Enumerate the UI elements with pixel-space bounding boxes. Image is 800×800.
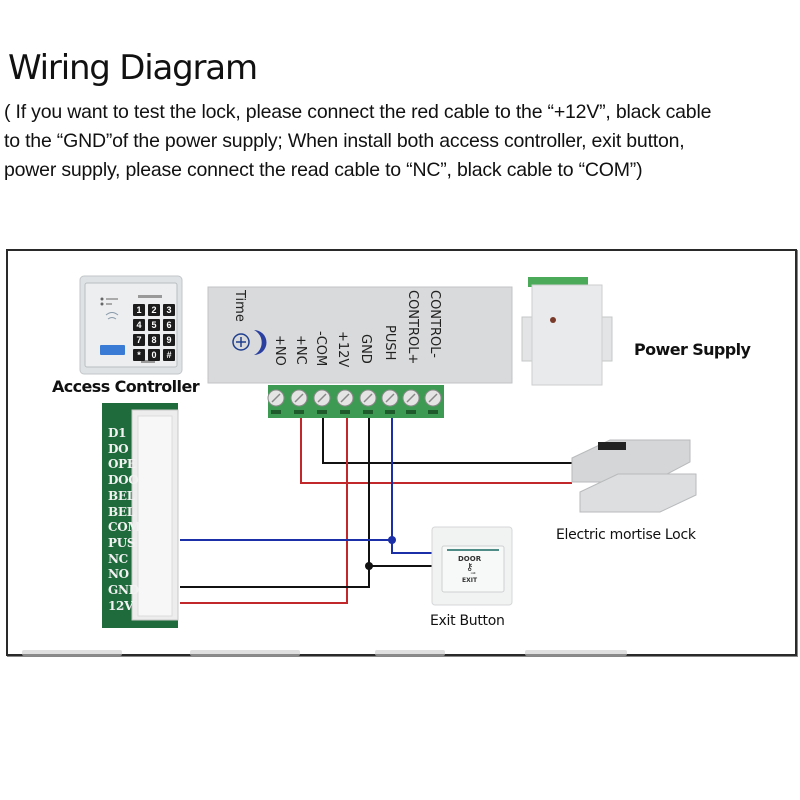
keypad-key: 9 — [163, 334, 175, 346]
terminal-slot — [428, 410, 438, 414]
cropped-caption — [525, 650, 627, 656]
instruction-line: power supply, please connect the read ca… — [4, 159, 643, 181]
wire-red-nc-to-lock — [300, 418, 572, 484]
power-supply-device — [521, 277, 613, 386]
board-pin-label: 12V — [108, 598, 134, 613]
keypad-key: 0 — [148, 349, 160, 361]
wire-red-12v-to-board — [180, 418, 348, 604]
terminal-label: +NC — [293, 335, 308, 365]
terminal-label: -COM — [313, 331, 328, 367]
cropped-caption — [375, 650, 445, 656]
instruction-line: to the “GND”of the power supply; When in… — [4, 130, 685, 152]
keypad-key: 1 — [133, 304, 145, 316]
svg-text:⊸: ⊸ — [470, 570, 475, 577]
terminal-slot — [294, 410, 304, 414]
lock-label: Electric mortise Lock — [556, 527, 696, 543]
junction-black — [365, 562, 373, 570]
screw-slot — [340, 393, 350, 403]
terminal-slot — [385, 410, 395, 414]
board-pin-label: COM — [108, 520, 141, 535]
terminal-slot — [340, 410, 350, 414]
exit-button-label: Exit Button — [430, 613, 505, 629]
wire-blue-push-to-exit — [391, 540, 432, 554]
board-pin-label: GND — [108, 583, 139, 597]
screw-slot — [271, 393, 281, 403]
terminal-label: +12V — [335, 331, 350, 368]
wire-blue-push-to-board — [180, 418, 393, 541]
board-pin-label: BEL — [108, 488, 135, 503]
lock-device — [571, 439, 697, 513]
cropped-caption — [190, 650, 300, 656]
access-controller-label: Access Controller — [52, 377, 200, 396]
page-title: Wiring Diagram — [8, 48, 258, 88]
terminal-slot — [406, 410, 416, 414]
board-pin-label: NC — [108, 551, 128, 566]
board-pin-label: OPE — [108, 457, 136, 472]
wire-black-com-to-lock — [322, 418, 572, 464]
exit-button-device: ⊸ — [431, 526, 513, 606]
keypad-key: 2 — [148, 304, 160, 316]
keypad-key: 5 — [148, 319, 160, 331]
wires — [180, 418, 572, 604]
junction-blue — [388, 536, 396, 544]
board-pin-label: BEL — [108, 504, 135, 519]
instructions: ( If you want to test the lock, please c… — [4, 98, 799, 185]
power-module — [207, 286, 513, 384]
terminal-label: GND — [358, 334, 373, 364]
keypad-key: 3 — [163, 304, 175, 316]
screw-slot — [317, 393, 327, 403]
screw-slot — [428, 393, 438, 403]
keypad-key: 7 — [133, 334, 145, 346]
controller-board — [102, 403, 179, 628]
wire-black-gnd-to-board — [180, 418, 370, 588]
screw-slot — [294, 393, 304, 403]
exit-button-exit-text: EXIT — [462, 577, 478, 584]
terminal-label: +NO — [272, 335, 287, 366]
key-icon: ⚷ — [466, 562, 474, 573]
terminal-screws — [267, 389, 442, 414]
terminal-label: CONTROL- — [427, 290, 442, 358]
screw-slot — [385, 393, 395, 403]
keypad-key: 4 — [133, 319, 145, 331]
instruction-line: ( If you want to test the lock, please c… — [4, 101, 712, 123]
keypad-key: 6 — [163, 319, 175, 331]
keypad-key: * — [133, 349, 145, 361]
board-pin-label: DOO — [108, 473, 139, 488]
board-pin-label: DO — [108, 441, 129, 456]
time-label: Time — [232, 290, 247, 322]
terminal-slot — [317, 410, 327, 414]
exit-button-door-text: DOOR — [458, 555, 482, 563]
terminal-label: PUSH — [382, 325, 397, 361]
terminal-slot — [363, 410, 373, 414]
keypad-key: # — [163, 349, 175, 361]
board-pin-label: PUS — [108, 535, 136, 550]
power-supply-label: Power Supply — [634, 340, 751, 359]
screw-slot — [363, 393, 373, 403]
cropped-caption — [22, 650, 122, 656]
board-pin-label: D1 — [108, 426, 127, 440]
terminal-label: CONTROL+ — [405, 290, 420, 365]
board-pin-label: NO — [108, 567, 129, 582]
screw-slot — [406, 393, 416, 403]
terminal-slot — [271, 410, 281, 414]
keypad-key: 8 — [148, 334, 160, 346]
